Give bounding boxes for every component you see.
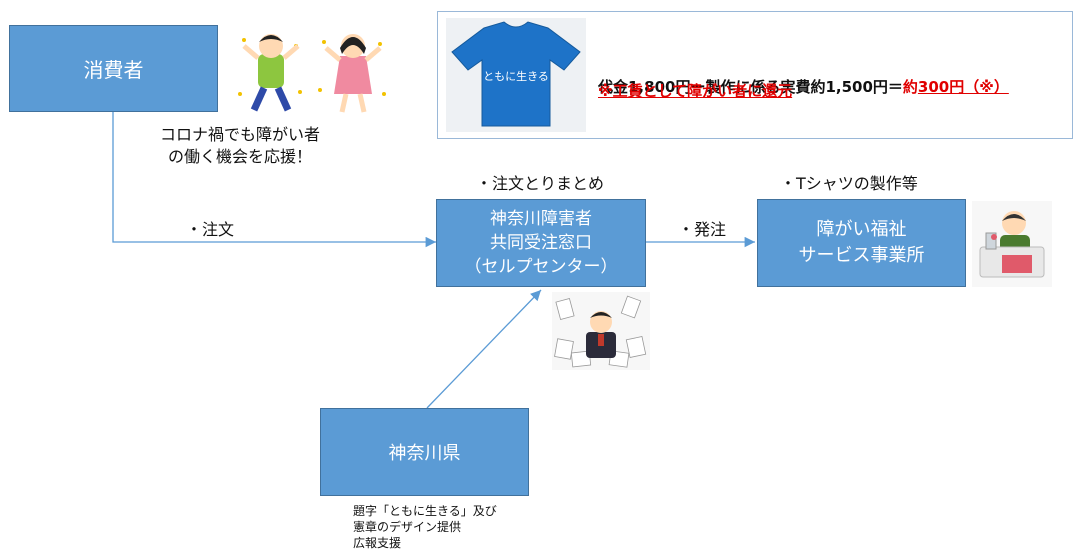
price-info-box: ともに生きる 代金1,800円ー製作に係る実費約1,500円＝約300円（※） … (437, 11, 1073, 139)
prefecture-label: 神奈川県 (388, 443, 461, 464)
prefecture-support: 題字「ともに生きる」及び 憲章のデザイン提供 広報支援 (353, 504, 497, 550)
welfare-label: 障がい福祉 サービス事業所 (798, 219, 925, 266)
shirt-print-text: ともに生きる (483, 69, 549, 83)
order-label: ・注文 (186, 220, 235, 239)
order-arrow (112, 112, 436, 248)
center-box: 神奈川障害者 共同受注窓口 （セルプセンター） (436, 199, 646, 287)
price-formula: 代金1,800円ー製作に係る実費約1,500円＝ (598, 78, 903, 96)
welfare-task: ・Tシャツの製作等 (780, 174, 918, 193)
center-label: 神奈川障害者 共同受注窓口 （セルプセンター） (464, 209, 618, 277)
price-yaku: 約 (902, 78, 918, 96)
consumer-label: 消費者 (83, 58, 144, 82)
welfare-box: 障がい福祉 サービス事業所 (757, 199, 966, 287)
cheering-children-icon (238, 34, 386, 113)
sewing-worker-icon (972, 201, 1052, 287)
price-line-1: 代金1,800円ー製作に係る実費約1,500円＝約300円（※） (598, 58, 1009, 97)
hatchu-label: ・発注 (678, 220, 727, 239)
price-amount: 300円（※） (917, 78, 1009, 96)
consumer-note: コロナ禍でも障がい者 の働く機会を応援！ (160, 125, 321, 166)
price-line-2: ※工賃として障がい者に還元 (598, 82, 793, 100)
center-task: ・注文とりまとめ (476, 174, 605, 193)
support-arrow (426, 289, 542, 409)
prefecture-box: 神奈川県 (320, 408, 529, 496)
tshirt-icon: ともに生きる (446, 18, 586, 132)
consumer-box: 消費者 (9, 25, 218, 112)
busy-worker-icon (552, 292, 650, 370)
